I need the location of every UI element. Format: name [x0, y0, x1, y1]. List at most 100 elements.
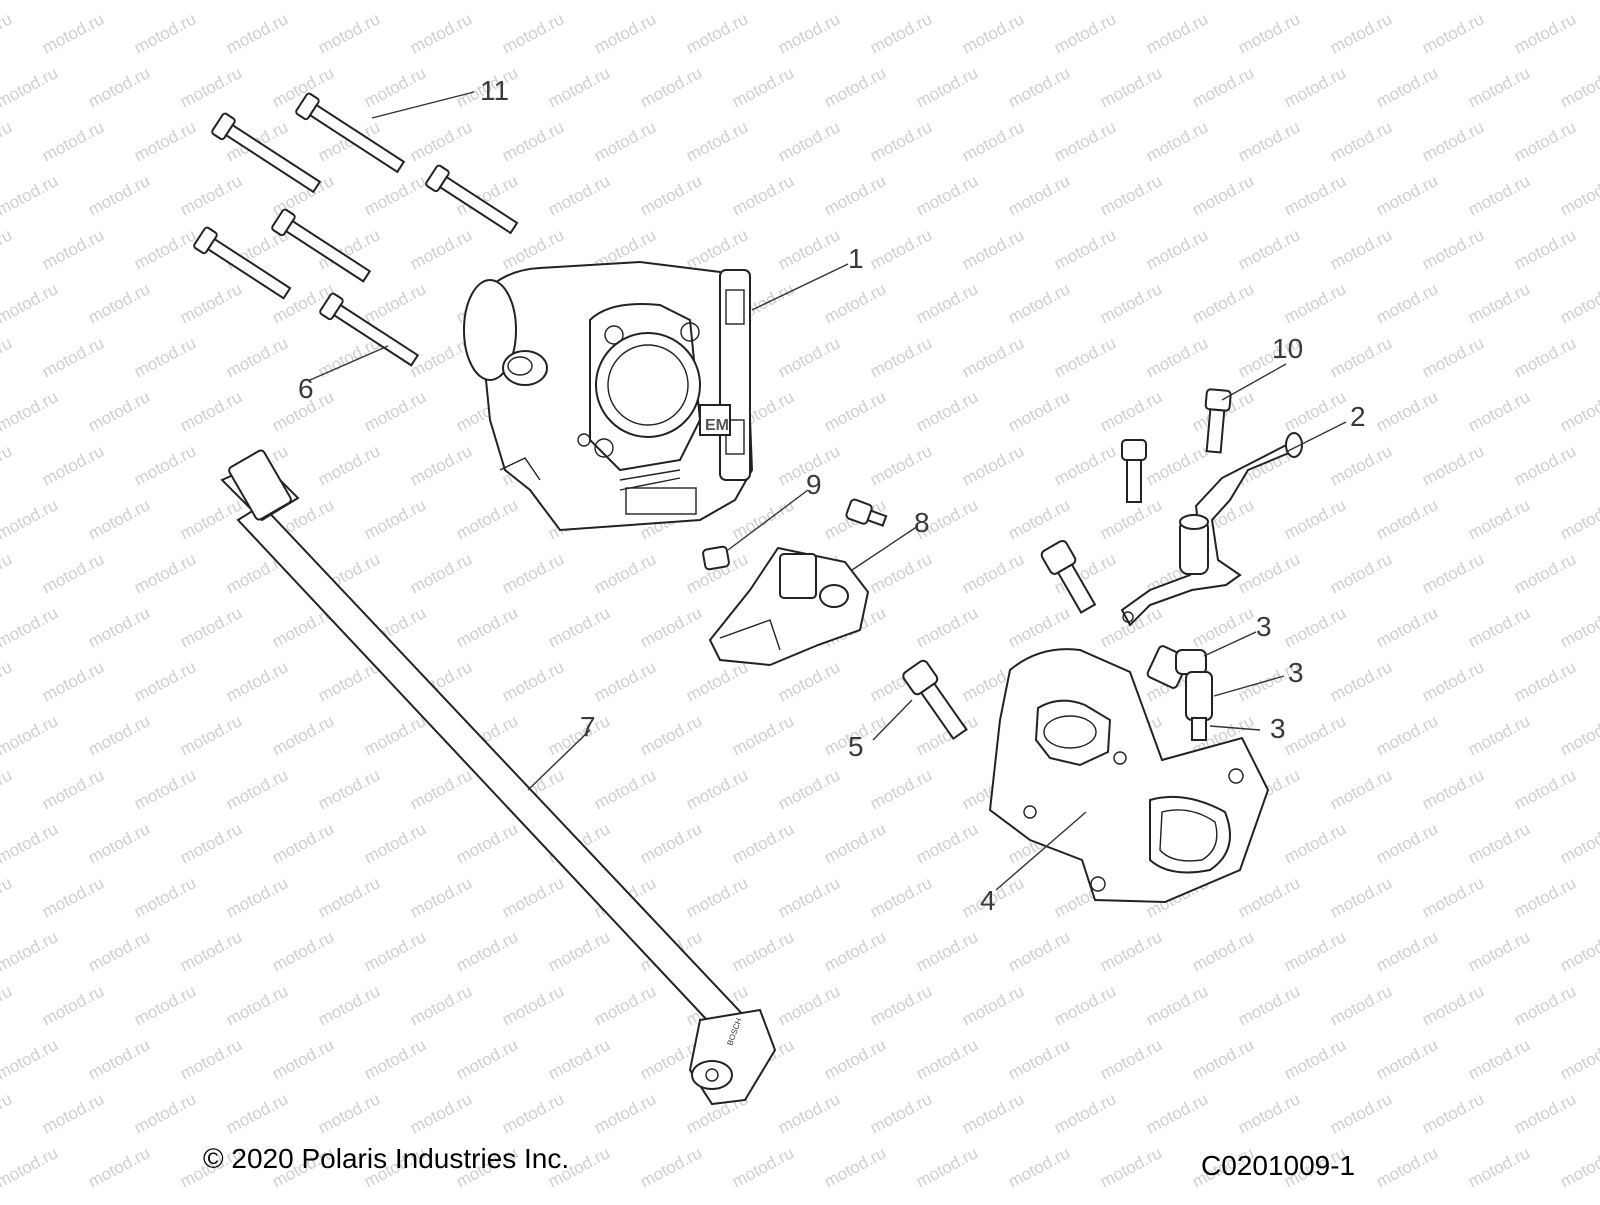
watermark-text: motod.ru [1557, 819, 1600, 867]
watermark-text: motod.ru [591, 9, 659, 57]
watermark-text: motod.ru [269, 711, 337, 759]
watermark-text: motod.ru [223, 1089, 291, 1137]
callout-1: 1 [848, 243, 864, 274]
bolt [295, 92, 406, 174]
watermark-text: motod.ru [177, 711, 245, 759]
callout-6: 6 [298, 373, 314, 404]
watermark-text: motod.ru [591, 549, 659, 597]
watermark-text: motod.ru [1465, 279, 1533, 327]
watermark-text: motod.ru [1281, 63, 1349, 111]
watermark-text: motod.ru [499, 657, 567, 705]
callout-3: 3 [1288, 657, 1304, 688]
watermark-text: motod.ru [775, 873, 843, 921]
watermark-text: motod.ru [545, 1035, 613, 1083]
watermark-text: motod.ru [683, 657, 751, 705]
watermark-text: motod.ru [85, 387, 153, 435]
watermark-text: motod.ru [1005, 1035, 1073, 1083]
watermark-text: motod.ru [775, 333, 843, 381]
watermark-text: motod.ru [39, 333, 107, 381]
watermark-text: motod.ru [453, 495, 521, 543]
watermark-text: motod.ru [775, 9, 843, 57]
watermark-text: motod.ru [0, 657, 15, 705]
watermark-text: motod.ru [0, 927, 61, 975]
watermark-text: motod.ru [775, 765, 843, 813]
watermark-text: motod.ru [361, 927, 429, 975]
watermark-text: motod.ru [1373, 711, 1441, 759]
watermark-text: motod.ru [1005, 927, 1073, 975]
watermark-text: motod.ru [177, 0, 245, 4]
watermark-text: motod.ru [1189, 63, 1257, 111]
watermark-text: motod.ru [1051, 1089, 1119, 1137]
watermark-text: motod.ru [131, 441, 199, 489]
watermark-text: motod.ru [1189, 1035, 1257, 1083]
watermark-text: motod.ru [1419, 657, 1487, 705]
watermark-text: motod.ru [177, 279, 245, 327]
watermark-text: motod.ru [1051, 117, 1119, 165]
watermark-text: motod.ru [959, 1089, 1027, 1137]
watermark-text: motod.ru [1097, 387, 1165, 435]
watermark-text: motod.ru [0, 819, 61, 867]
watermark-text: motod.ru [959, 333, 1027, 381]
watermark-text: motod.ru [545, 927, 613, 975]
watermark-text: motod.ru [959, 117, 1027, 165]
watermark-text: motod.ru [361, 819, 429, 867]
watermark-text: motod.ru [361, 711, 429, 759]
watermark-text: motod.ru [867, 1089, 935, 1137]
watermark-text: motod.ru [683, 117, 751, 165]
watermark-text: motod.ru [177, 603, 245, 651]
watermark-text: motod.ru [131, 117, 199, 165]
watermark-text: motod.ru [775, 1089, 843, 1137]
watermark-text: motod.ru [315, 981, 383, 1029]
watermark-text: motod.ru [913, 279, 981, 327]
watermark-text: motod.ru [177, 171, 245, 219]
watermark-text: motod.ru [1557, 1035, 1600, 1083]
watermark-text: motod.ru [1557, 387, 1600, 435]
watermark-text: motod.ru [1005, 603, 1073, 651]
watermark-text: motod.ru [39, 117, 107, 165]
watermark-text: motod.ru [1511, 117, 1579, 165]
watermark-text: motod.ru [1235, 9, 1303, 57]
watermark-text: motod.ru [269, 1035, 337, 1083]
watermark-text: motod.ru [1051, 225, 1119, 273]
watermark-text: motod.ru [1557, 495, 1600, 543]
watermark-text: motod.ru [1189, 171, 1257, 219]
watermark-text: motod.ru [223, 873, 291, 921]
watermark-text: motod.ru [0, 1143, 61, 1191]
watermark-text: motod.ru [591, 1089, 659, 1137]
watermark-text: motod.ru [361, 1035, 429, 1083]
watermark-text: motod.ru [867, 225, 935, 273]
bolt [193, 226, 292, 300]
watermark-text: motod.ru [959, 441, 1027, 489]
watermark-text: motod.ru [85, 603, 153, 651]
watermark-text: motod.ru [1465, 711, 1533, 759]
watermark-text: motod.ru [821, 387, 889, 435]
watermark-text: motod.ru [1465, 1035, 1533, 1083]
watermark-text: motod.ru [131, 765, 199, 813]
watermark-text: motod.ru [1097, 1035, 1165, 1083]
watermark-text: motod.ru [1281, 711, 1349, 759]
watermark-text: motod.ru [499, 1089, 567, 1137]
watermark-text: motod.ru [1511, 9, 1579, 57]
watermark-text: motod.ru [85, 63, 153, 111]
watermark-text: motod.ru [1373, 495, 1441, 543]
watermark-text: motod.ru [775, 225, 843, 273]
watermark-text: motod.ru [1557, 1143, 1600, 1191]
throttle-body: EM [463, 260, 754, 532]
watermark-text: motod.ru [0, 765, 15, 813]
watermark-text: motod.ru [1281, 495, 1349, 543]
watermark-text: motod.ru [1557, 603, 1600, 651]
watermark-text: motod.ru [131, 981, 199, 1029]
watermark-text: motod.ru [85, 1143, 153, 1191]
watermark-text: motod.ru [959, 549, 1027, 597]
watermark-text: motod.ru [315, 873, 383, 921]
watermark-text: motod.ru [499, 549, 567, 597]
watermark-text: motod.ru [1097, 1143, 1165, 1191]
watermark-text: motod.ru [1511, 1089, 1579, 1137]
socket-bolt [902, 659, 968, 741]
watermark-text: motod.ru [1143, 441, 1211, 489]
watermark-text: motod.ru [545, 603, 613, 651]
small-bolt [702, 545, 730, 571]
watermark-text: motod.ru [867, 765, 935, 813]
watermark-text: motod.ru [775, 657, 843, 705]
watermark-text: motod.ru [1005, 63, 1073, 111]
